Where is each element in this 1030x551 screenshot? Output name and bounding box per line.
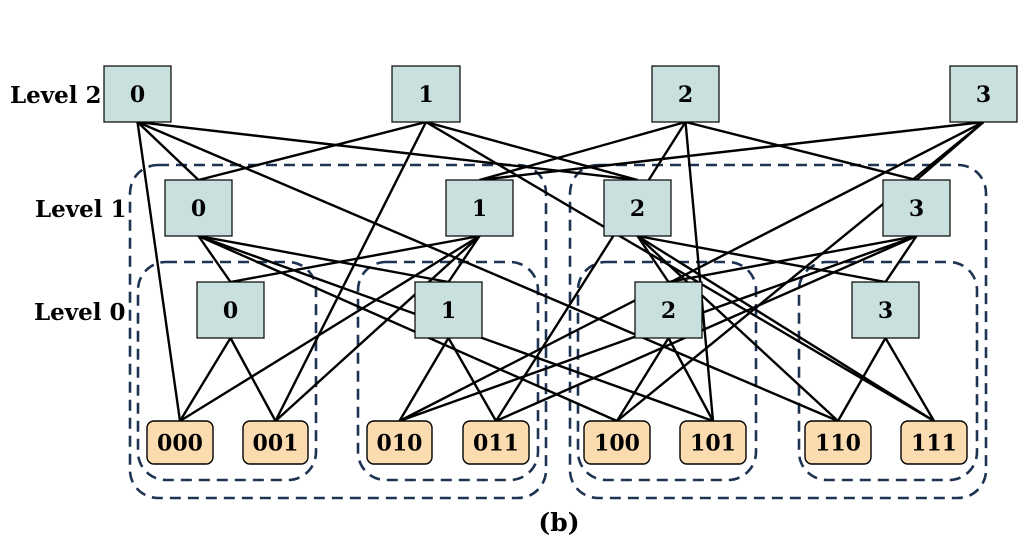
level0-switch-2: 2 <box>634 281 703 339</box>
host-label: 001 <box>253 431 299 457</box>
level0-switch-1: 1 <box>414 281 483 339</box>
link-level0-host-0-0 <box>178 337 232 422</box>
link-level0-host-3-6 <box>836 337 887 422</box>
level2-switch-0: 0 <box>103 65 172 123</box>
level2-switch-label: 2 <box>678 82 693 108</box>
link-level2-host-3-2 <box>398 120 985 423</box>
level1-switch-2: 2 <box>603 179 672 237</box>
link-level0-host-0-1 <box>229 337 277 422</box>
level2-switch-1: 1 <box>391 65 461 123</box>
link-level1-level0-3-3 <box>884 235 918 283</box>
level1-switch-label: 2 <box>630 196 645 222</box>
links-layer <box>136 120 985 423</box>
host-node-101: 101 <box>679 420 747 465</box>
level2-switch-label: 0 <box>130 82 145 108</box>
level1-switch-3: 3 <box>882 179 951 237</box>
link-level2-host-2-3 <box>494 121 687 422</box>
level1-switch-label: 0 <box>191 196 206 222</box>
level0-switch-label: 0 <box>223 298 238 324</box>
link-level2-level1-2-1 <box>479 120 686 182</box>
link-level2-host-2-5 <box>684 121 715 422</box>
link-level0-host-3-7 <box>884 337 936 422</box>
host-node-001: 001 <box>242 420 309 465</box>
level2-switch-label: 3 <box>976 82 991 108</box>
host-label: 111 <box>911 431 957 457</box>
level-0-label: Level 0 <box>34 299 126 326</box>
group-outline-pod-0 <box>128 163 548 500</box>
link-level1-level0-2-3 <box>637 234 886 284</box>
level2-switch-3: 3 <box>949 65 1018 123</box>
level0-switch-0: 0 <box>196 281 265 339</box>
level2-switch-label: 1 <box>418 82 433 108</box>
link-level1-host-1-1 <box>274 235 481 422</box>
link-level1-level0-0-1 <box>198 234 449 284</box>
link-level0-host-2-5 <box>667 337 715 422</box>
level0-switch-label: 3 <box>878 298 893 324</box>
host-label: 011 <box>473 431 519 457</box>
link-level0-host-1-3 <box>447 337 498 422</box>
level0-switch-label: 2 <box>661 298 676 324</box>
group-outline-pod-1 <box>568 163 988 500</box>
host-node-110: 110 <box>804 420 872 465</box>
link-level2-host-1-7 <box>425 120 935 423</box>
link-level2-level1-3-1 <box>479 120 984 182</box>
link-level2-host-3-4 <box>616 121 985 422</box>
link-level1-level0-2-2 <box>636 235 670 283</box>
link-level2-host-0-0 <box>136 121 182 422</box>
link-level1-host-3-3 <box>495 234 917 423</box>
level0-switch-label: 1 <box>441 298 456 324</box>
host-node-000: 000 <box>146 420 214 465</box>
link-level2-level1-2-3 <box>685 120 917 182</box>
level1-switch-1: 1 <box>445 179 514 237</box>
link-level2-level1-1-0 <box>198 120 427 182</box>
host-node-100: 100 <box>583 420 651 465</box>
link-level1-level0-1-1 <box>447 235 481 283</box>
link-level2-level1-1-2 <box>425 120 638 182</box>
host-node-010: 010 <box>366 420 433 465</box>
level-1-label: Level 1 <box>35 196 127 223</box>
host-label: 100 <box>594 431 640 457</box>
host-node-111: 111 <box>900 420 968 465</box>
link-level1-level0-0-0 <box>197 235 232 283</box>
group-outline-subgroup-3 <box>797 260 979 482</box>
link-level2-host-0-6 <box>137 120 839 423</box>
link-level1-level0-1-0 <box>230 234 480 284</box>
level1-switch-label: 1 <box>472 196 487 222</box>
host-node-011: 011 <box>462 420 530 465</box>
host-label: 010 <box>377 431 423 457</box>
level2-switch-2: 2 <box>651 65 720 123</box>
link-level1-host-1-0 <box>179 234 481 423</box>
level1-switch-0: 0 <box>164 179 233 237</box>
caption: (b) <box>538 508 580 537</box>
link-level0-host-1-2 <box>398 337 450 422</box>
level1-switch-label: 3 <box>909 196 924 222</box>
link-level1-level0-3-2 <box>668 234 917 284</box>
host-label: 000 <box>157 431 203 457</box>
level-2-label: Level 2 <box>10 82 102 109</box>
host-label: 110 <box>815 431 861 457</box>
host-label: 101 <box>690 431 736 457</box>
link-level1-host-0-4 <box>198 234 618 423</box>
level0-switch-3: 3 <box>851 281 920 339</box>
link-level0-host-2-4 <box>615 337 670 422</box>
group-outline-subgroup-1 <box>356 260 540 482</box>
link-level2-level1-0-0 <box>136 121 200 181</box>
link-level2-host-1-1 <box>274 121 428 422</box>
link-level1-host-2-7 <box>636 234 935 423</box>
link-level1-host-2-6 <box>636 235 839 422</box>
group-outline-subgroup-0 <box>136 260 318 482</box>
nodes-layer: 0 1 2 3 0 1 2 3 0 1 2 3 000 001 010 011 100 101 110 111 <box>103 65 1018 465</box>
